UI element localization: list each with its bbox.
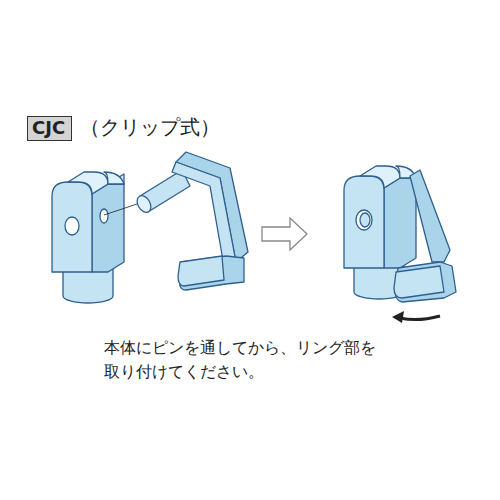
rotate-arrow [400,316,440,320]
subtitle: （クリップ式） [80,115,220,139]
model-code: CJC [32,118,67,138]
rotate-arrowhead [392,311,404,323]
step-arrow [262,218,307,250]
clevis-body [52,172,124,303]
note-text: 本体にピンを通してから、リング部を 取り付けてください。 [104,336,392,384]
model-code-box: CJC [27,116,72,141]
pin-clip [134,152,248,290]
assembled-clevis [344,166,456,302]
